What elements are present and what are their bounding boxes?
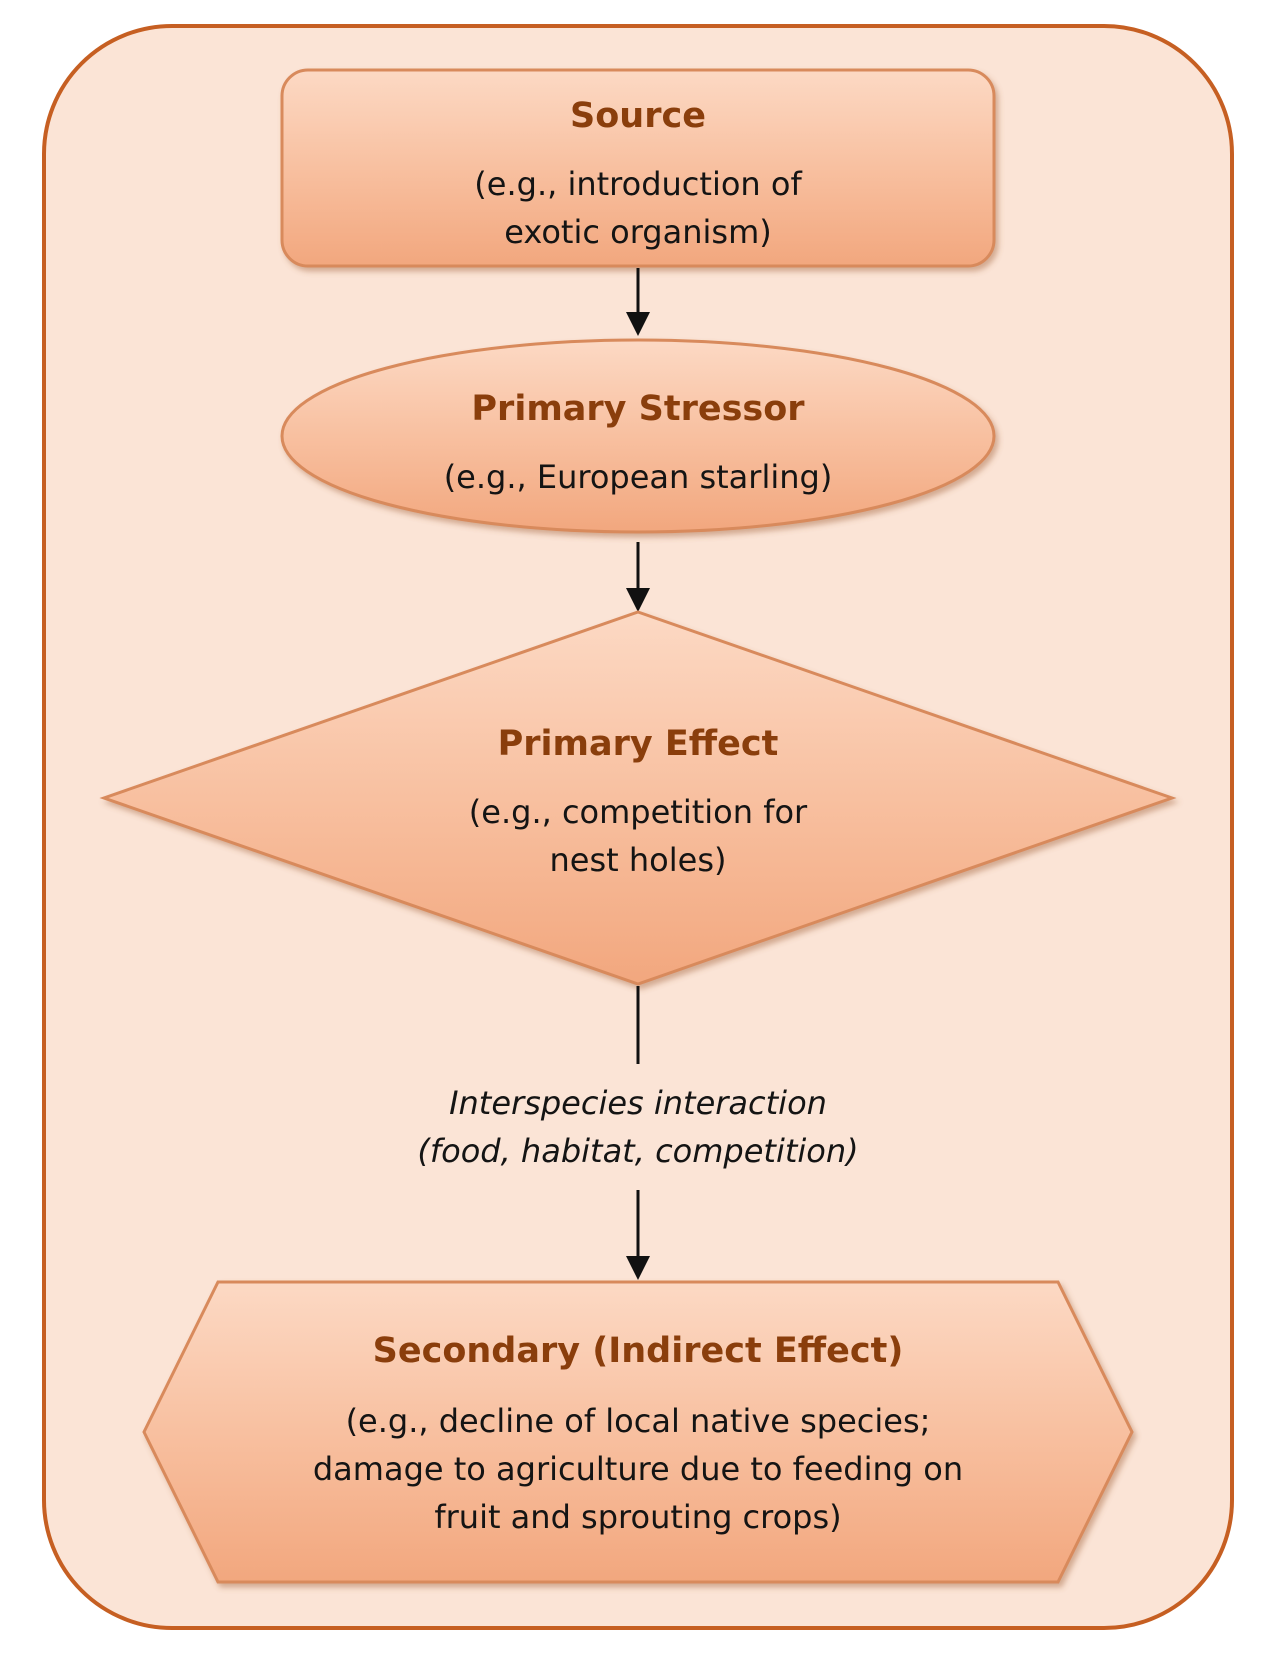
arrowhead-source-to-stressor [626,312,650,336]
secondary-effect-title: Secondary (Indirect Effect) [373,1331,904,1371]
interaction-label-line-1: Interspecies interaction [449,1084,827,1122]
primary-effect-diamond-shape [99,610,1177,986]
secondary-effect-hexagon-shape [142,1280,1134,1584]
primary-effect-node: Primary Effect (e.g., competition for ne… [99,610,1177,986]
primary-effect-title: Primary Effect [498,724,779,764]
source-title: Source [570,96,706,136]
primary-stressor-ellipse-shape [280,338,996,534]
interaction-label-line-2: (food, habitat, competition) [417,1132,858,1170]
arrowhead-label-to-secondary [626,1256,650,1280]
source-node: Source (e.g., introduction of exotic org… [280,68,996,268]
primary-stressor-line-1: (e.g., European starling) [444,458,833,496]
primary-stressor-node: Primary Stressor (e.g., European starlin… [280,338,996,534]
secondary-effect-line-3: fruit and sprouting crops) [434,1498,841,1536]
secondary-effect-node: Secondary (Indirect Effect) (e.g., decli… [142,1280,1134,1584]
source-box-shape [280,68,996,268]
arrowhead-stressor-to-effect [626,588,650,612]
secondary-effect-line-1: (e.g., decline of local native species; [346,1402,931,1440]
primary-effect-line-1: (e.g., competition for [469,793,808,831]
source-line-2: exotic organism) [504,213,771,251]
secondary-effect-line-2: damage to agriculture due to feeding on [313,1450,963,1488]
primary-stressor-title: Primary Stressor [471,389,805,429]
source-line-1: (e.g., introduction of [474,165,802,203]
primary-effect-line-2: nest holes) [550,841,727,879]
